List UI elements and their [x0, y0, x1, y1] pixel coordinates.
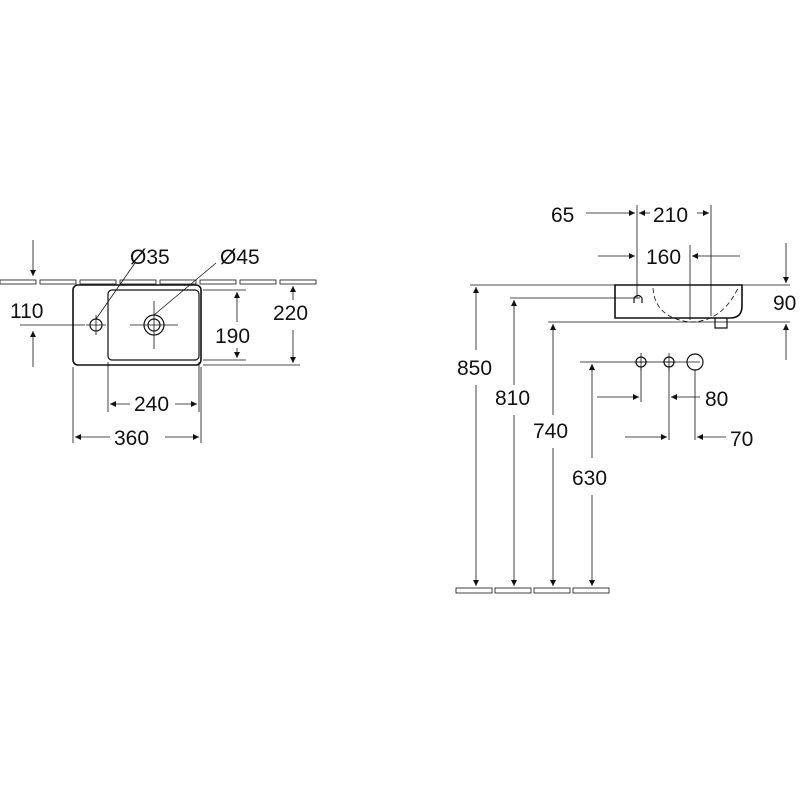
wall-connections — [580, 353, 704, 440]
label-dia-35: Ø35 — [130, 246, 170, 269]
label-dim-65: 65 — [551, 204, 574, 227]
drain-stub — [714, 318, 728, 329]
leader-dia-35 — [95, 262, 136, 320]
label-dim-110: 110 — [10, 300, 43, 323]
floor-line — [455, 587, 610, 594]
bowl-hidden-line — [652, 287, 739, 323]
label-dim-160: 160 — [646, 246, 681, 269]
label-dim-740: 740 — [533, 420, 568, 443]
bowl-outline — [107, 289, 200, 361]
basin-profile — [614, 284, 743, 319]
label-dim-210: 210 — [653, 204, 688, 227]
label-dim-190: 190 — [215, 325, 250, 348]
label-dim-220: 220 — [273, 302, 308, 325]
label-dim-360: 360 — [114, 427, 149, 450]
tap-hole-profile — [633, 294, 643, 303]
label-dim-80: 80 — [705, 388, 728, 411]
drain-hole — [130, 301, 178, 349]
top-view: Ø35 Ø45 110 220 190 240 360 — [0, 240, 317, 450]
label-dia-45: Ø45 — [220, 246, 260, 269]
label-dim-630: 630 — [572, 467, 607, 490]
label-dim-850: 850 — [457, 357, 492, 380]
label-dim-90: 90 — [773, 292, 796, 315]
label-dim-810: 810 — [495, 387, 530, 410]
wall-line — [0, 279, 317, 285]
label-dim-240: 240 — [134, 393, 169, 416]
side-view: 65 210 160 90 850 810 740 630 80 70 — [455, 204, 796, 594]
tap-hole — [86, 315, 106, 335]
label-dim-70: 70 — [730, 428, 753, 451]
leader-dia-45 — [153, 262, 217, 316]
